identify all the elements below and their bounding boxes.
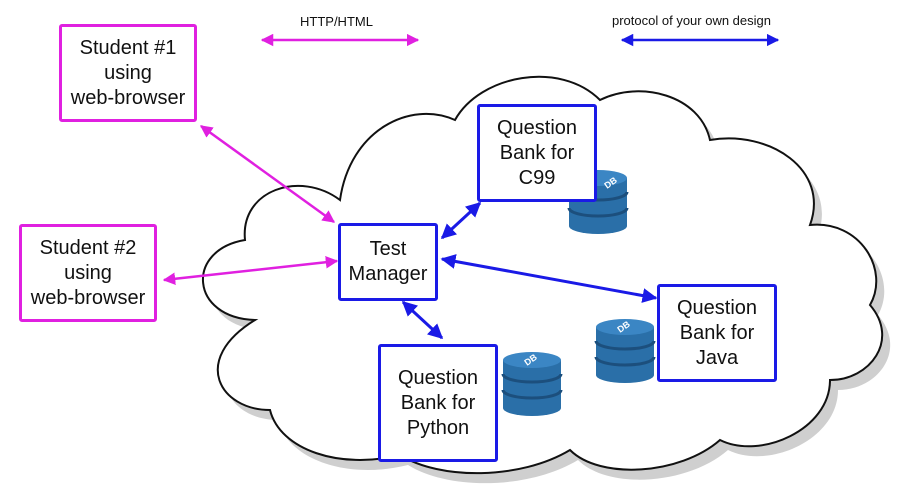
student2-line2: using — [64, 261, 112, 284]
student2-line1: Student #2 — [39, 236, 137, 259]
question-bank-c99-line3: C99 — [518, 166, 556, 189]
question-bank-python-line3: Python — [406, 416, 470, 439]
database-java-icon: DB — [594, 317, 656, 385]
student1-box: Student #1 using web-browser — [59, 24, 197, 122]
question-bank-c99-box: Question Bank for C99 — [477, 104, 597, 202]
database-c99-icon: DB — [567, 168, 629, 236]
question-bank-java-box: Question Bank for Java — [657, 284, 777, 382]
question-bank-python-box: Question Bank for Python — [378, 344, 498, 462]
student2-manager-arrow — [162, 256, 339, 285]
student2-line3: web-browser — [30, 286, 146, 309]
question-bank-java-line3: Java — [695, 346, 739, 369]
test-manager-line2: Manager — [348, 263, 428, 285]
legend-custom-label: protocol of your own design — [612, 13, 771, 28]
question-bank-python-line1: Question — [397, 366, 479, 389]
student1-line2: using — [104, 61, 152, 84]
student1-line3: web-browser — [70, 86, 186, 109]
legend-http-label: HTTP/HTML — [300, 14, 373, 29]
database-python-icon: DB — [501, 350, 563, 418]
test-manager-line1: Test — [369, 238, 407, 260]
question-bank-java-line2: Bank for — [679, 321, 755, 344]
student1-manager-arrow — [199, 124, 336, 224]
question-bank-c99-line1: Question — [496, 116, 578, 139]
question-bank-python-line2: Bank for — [400, 391, 476, 414]
test-manager-box: Test Manager — [338, 223, 438, 301]
question-bank-java-line1: Question — [676, 296, 758, 319]
manager-java-arrow — [440, 254, 658, 303]
manager-python-arrow — [401, 300, 444, 340]
question-bank-c99-line2: Bank for — [499, 141, 575, 164]
manager-c99-arrow — [440, 201, 482, 240]
student2-box: Student #2 using web-browser — [19, 224, 157, 322]
student1-line1: Student #1 — [79, 36, 177, 59]
